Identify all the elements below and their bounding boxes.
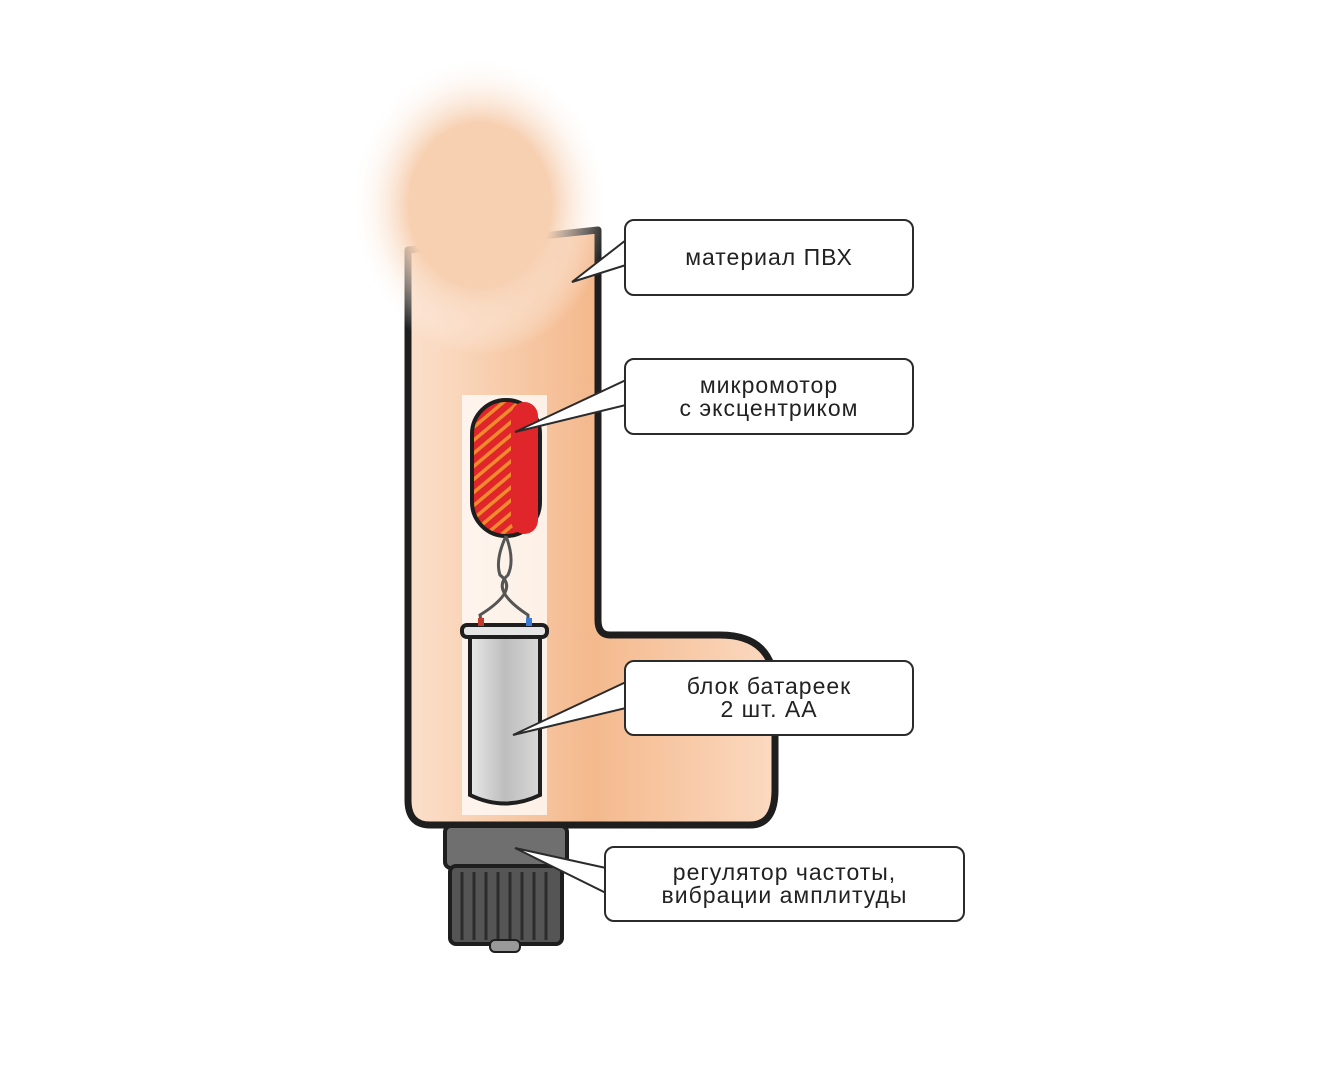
control-knob <box>443 824 569 953</box>
label-regulator: регулятор частоты, вибрации амплитуды <box>604 846 965 922</box>
label-battery-line2: 2 шт. АА <box>720 696 818 722</box>
label-battery: блок батареек 2 шт. АА <box>624 660 914 736</box>
label-battery-line1: блок батареек <box>686 673 852 699</box>
label-regulator-line2: вибрации амплитуды <box>661 882 908 908</box>
battery-pack <box>460 618 549 806</box>
label-motor-line1: микромотор <box>699 371 839 398</box>
label-motor-line2: с эксцентриком <box>679 394 859 421</box>
label-material-text: материал ПВХ <box>685 244 853 270</box>
micromotor <box>470 398 542 538</box>
wires <box>478 535 530 626</box>
label-micromotor: микромотор с эксцентриком <box>624 358 914 435</box>
label-regulator-line1: регулятор частоты, <box>672 859 897 885</box>
blurred-top <box>350 55 610 355</box>
label-material: материал ПВХ <box>624 219 914 296</box>
